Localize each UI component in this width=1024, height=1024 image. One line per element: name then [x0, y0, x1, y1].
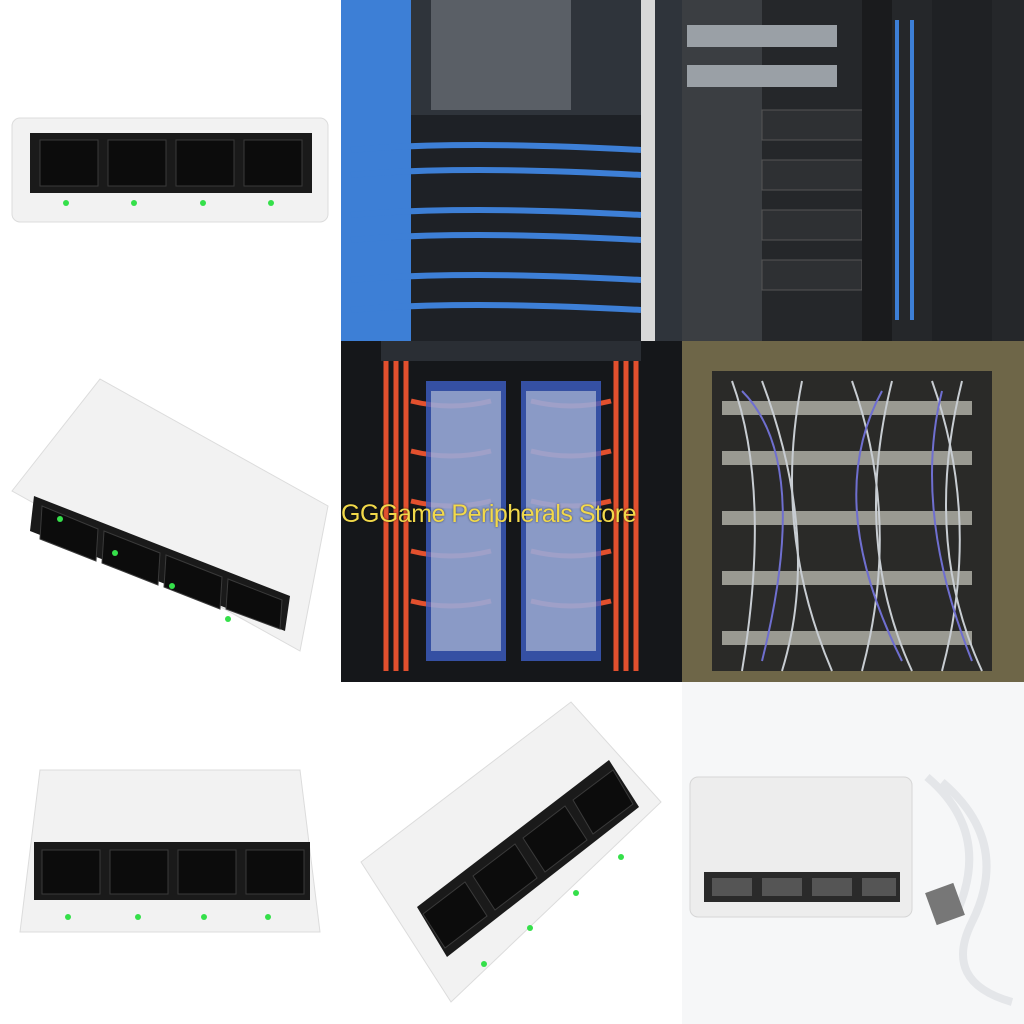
switch-front-view [0, 0, 341, 341]
switch-with-cable-photo [682, 682, 1024, 1024]
store-watermark: GGGame Peripherals Store [341, 500, 637, 528]
switch-angled-view [0, 341, 341, 682]
switch-rotated-view [341, 682, 682, 1024]
rack-blue-cables [341, 0, 682, 341]
rack-red-cables [341, 341, 682, 682]
rack-mounted-switches [682, 0, 1024, 341]
rack-tangled-cables [682, 341, 1024, 682]
switch-perspective-view [0, 682, 341, 1024]
